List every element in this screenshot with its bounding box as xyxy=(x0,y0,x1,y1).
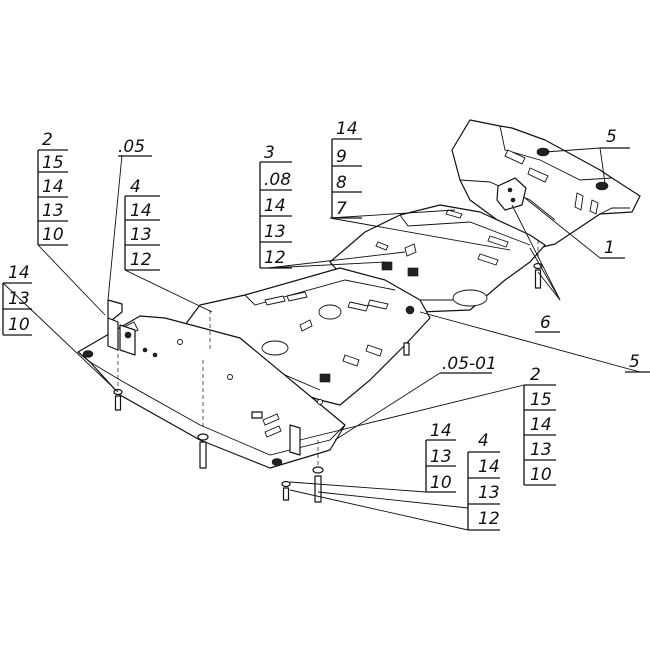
callout-3: 3 .08 14 13 12 xyxy=(259,143,292,269)
callout-4a-label: 12 xyxy=(130,250,152,270)
callout-5-mid-label: 5 xyxy=(629,352,640,372)
callout-6: 6 xyxy=(535,313,560,333)
callout-bottom-2-label: 13 xyxy=(478,483,500,503)
callout-3-label: 14 xyxy=(264,196,286,216)
callout-right-label: 13 xyxy=(530,440,552,460)
callout-right-label: 14 xyxy=(530,415,552,435)
callout-far-left-label: 10 xyxy=(8,315,30,335)
callout-bottom-1: 14 13 10 xyxy=(425,421,456,493)
callout-6-label: 6 xyxy=(540,313,551,333)
callout-far-left-label: 14 xyxy=(8,263,30,283)
callout-bottom-1-label: 10 xyxy=(430,473,452,493)
callout-top-label: 7 xyxy=(336,199,347,219)
callout-right-label: 10 xyxy=(530,465,552,485)
fasteners xyxy=(113,240,543,503)
callout-05-01: .05-01 xyxy=(440,354,497,374)
callout-bottom-2-label: 4 xyxy=(478,431,489,451)
callout-bottom-2-label: 12 xyxy=(478,509,500,529)
callout-left-label: 14 xyxy=(42,177,64,197)
callout-bottom-2: 4 14 13 12 xyxy=(467,431,500,531)
callout-left-label: 15 xyxy=(42,153,64,173)
callout-4a-label: 14 xyxy=(130,201,152,221)
callout-5-top: 5 xyxy=(600,127,630,149)
callout-top-label: 14 xyxy=(336,119,358,139)
callout-1: 1 xyxy=(600,238,625,259)
callout-bottom-1-label: 14 xyxy=(430,421,452,441)
callout-far-left: 14 13 10 xyxy=(2,263,32,336)
callout-3-label: .08 xyxy=(264,170,291,190)
callout-right-label: 2 xyxy=(530,365,541,385)
callout-05: .05 xyxy=(118,137,152,157)
callout-far-left-label: 13 xyxy=(8,289,30,309)
callout-3-label: 13 xyxy=(264,222,286,242)
callout-05-01-label: .05-01 xyxy=(442,354,497,374)
callout-05-label: .05 xyxy=(118,137,145,157)
callout-bottom-1-label: 13 xyxy=(430,447,452,467)
callout-top: 14 9 8 7 xyxy=(331,119,362,219)
callout-bottom-2-label: 14 xyxy=(478,457,500,477)
callout-3-label: 3 xyxy=(264,143,275,163)
callout-1-label: 1 xyxy=(604,238,615,258)
callout-left-label: 2 xyxy=(42,130,53,150)
callout-3-label: 12 xyxy=(264,248,286,268)
callout-4a: 4 14 13 12 xyxy=(124,177,160,271)
callout-top-label: 9 xyxy=(336,147,347,167)
callout-left-label: 13 xyxy=(42,201,64,221)
callout-left: 2 15 14 13 10 xyxy=(37,130,68,246)
callout-4a-label: 4 xyxy=(130,177,141,197)
callout-right-label: 15 xyxy=(530,390,552,410)
callout-5-mid: 5 xyxy=(625,352,650,373)
callout-right: 2 15 14 13 10 xyxy=(523,365,556,486)
callout-4a-label: 13 xyxy=(130,225,152,245)
rear-skid-plate xyxy=(451,119,641,251)
callout-top-label: 8 xyxy=(336,173,347,193)
callout-5-top-label: 5 xyxy=(606,127,617,147)
lower-front-plate xyxy=(77,299,346,469)
leader-lines xyxy=(2,147,641,531)
callout-left-label: 10 xyxy=(42,225,64,245)
